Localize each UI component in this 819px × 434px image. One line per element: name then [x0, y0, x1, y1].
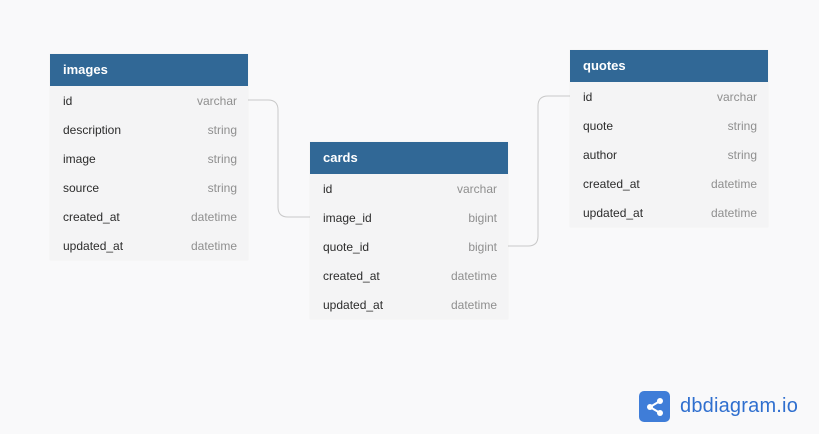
field-name: updated_at: [583, 205, 644, 220]
field-row[interactable]: id varchar: [310, 174, 508, 203]
field-type: string: [727, 147, 757, 162]
field-name: updated_at: [63, 238, 124, 253]
field-type: varchar: [196, 93, 237, 108]
field-name: created_at: [323, 268, 380, 283]
table-title[interactable]: cards: [310, 142, 508, 174]
field-name: created_at: [583, 176, 640, 191]
field-row[interactable]: image_id bigint: [310, 203, 508, 232]
field-name: source: [63, 180, 100, 195]
table-images[interactable]: images id varchar description string image…: [50, 54, 248, 260]
field-type: bigint: [468, 239, 497, 254]
field-name: quote: [583, 118, 614, 133]
share-network-icon: [639, 391, 670, 422]
field-row[interactable]: created_at datetime: [570, 169, 768, 198]
field-name: updated_at: [323, 297, 384, 312]
field-type: varchar: [716, 89, 757, 104]
field-row[interactable]: updated_at datetime: [570, 198, 768, 227]
field-name: id: [323, 181, 333, 196]
field-name: author: [583, 147, 618, 162]
field-name: created_at: [63, 209, 120, 224]
brand-name: dbdiagram.io: [680, 395, 799, 417]
field-row[interactable]: updated_at datetime: [50, 231, 248, 260]
field-row[interactable]: id varchar: [50, 86, 248, 115]
field-type: bigint: [468, 210, 497, 225]
field-type: datetime: [710, 205, 757, 220]
field-name: id: [63, 93, 73, 108]
field-row[interactable]: description string: [50, 115, 248, 144]
field-type: datetime: [710, 176, 757, 191]
field-row[interactable]: author string: [570, 140, 768, 169]
field-row[interactable]: source string: [50, 173, 248, 202]
field-row[interactable]: id varchar: [570, 82, 768, 111]
field-name: id: [583, 89, 593, 104]
brand-watermark[interactable]: dbdiagram.io: [639, 391, 798, 422]
field-type: string: [207, 180, 237, 195]
field-name: image: [63, 151, 96, 166]
field-type: datetime: [190, 238, 237, 253]
table-title[interactable]: quotes: [570, 50, 768, 82]
field-name: quote_id: [323, 239, 370, 254]
field-row[interactable]: created_at datetime: [310, 261, 508, 290]
field-type: datetime: [190, 209, 237, 224]
field-type: varchar: [456, 181, 497, 196]
field-row[interactable]: updated_at datetime: [310, 290, 508, 319]
field-type: string: [207, 122, 237, 137]
field-type: datetime: [450, 268, 497, 283]
field-type: string: [727, 118, 757, 133]
field-row[interactable]: created_at datetime: [50, 202, 248, 231]
table-title[interactable]: images: [50, 54, 248, 86]
field-name: description: [63, 122, 122, 137]
field-row[interactable]: quote string: [570, 111, 768, 140]
field-type: string: [207, 151, 237, 166]
relation-images-cards: [248, 99, 310, 218]
relation-cards-quotes: [508, 95, 570, 247]
field-row[interactable]: image string: [50, 144, 248, 173]
table-quotes[interactable]: quotes id varchar quote string author strin…: [570, 50, 768, 227]
field-name: image_id: [323, 210, 372, 225]
field-type: datetime: [450, 297, 497, 312]
field-row[interactable]: quote_id bigint: [310, 232, 508, 261]
